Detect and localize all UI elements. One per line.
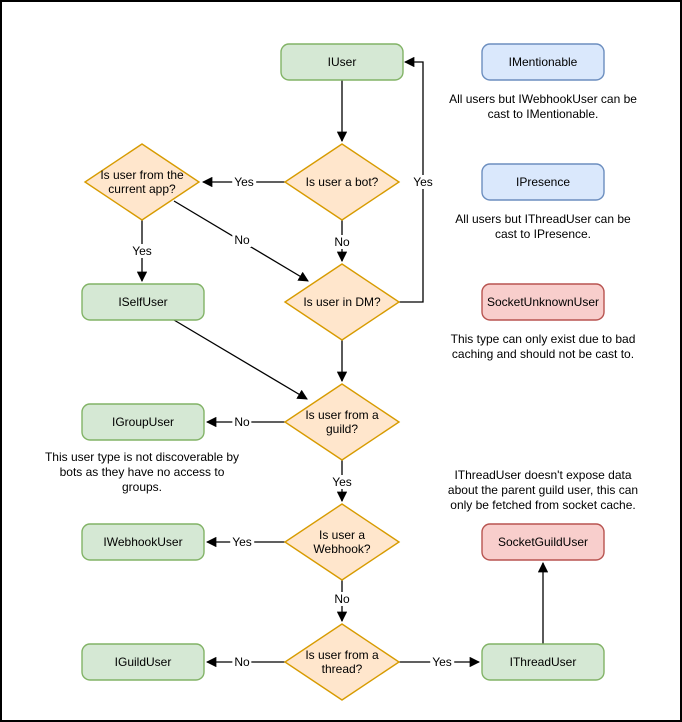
note-igroupuser: This user type is not discoverable by bo… [44, 450, 240, 494]
decision-is-bot-shape [283, 143, 401, 221]
edge-label-app-yes: Yes [130, 244, 154, 258]
node-socketguilduser-box [481, 523, 605, 561]
edge-label-thread-no: No [232, 655, 252, 669]
node-ithreaduser-box [481, 643, 605, 681]
node-iwebhookuser-box [81, 523, 205, 561]
node-imentionable-box [481, 43, 605, 81]
edge-label-webhook-no: No [332, 592, 352, 606]
decision-is-webhook-shape [283, 503, 401, 581]
node-igroupuser-box [81, 403, 205, 441]
decision-is-bot-label: Is user a bot? [305, 175, 379, 189]
node-iselfuser-box [81, 283, 205, 321]
node-igroupuser-label: IGroupUser [111, 415, 175, 429]
edge-label-guild-yes: Yes [330, 475, 354, 489]
node-iselfuser-label: ISelfUser [118, 295, 168, 309]
edge-label-webhook-yes: Yes [230, 535, 254, 549]
node-iuser-label: IUser [327, 55, 357, 69]
node-iwebhookuser-label: IWebhookUser [103, 535, 183, 549]
edge-label-dm-yes: Yes [411, 175, 435, 189]
edge-iselfuser-to-fromguild [173, 319, 308, 400]
node-imentionable-label: IMentionable [508, 55, 578, 69]
node-ipresence-label: IPresence [515, 175, 571, 189]
edge-label-bot-no: No [332, 235, 352, 249]
decision-from-thread-shape [283, 623, 401, 701]
decision-in-dm-shape [283, 263, 401, 341]
note-imentionable: All users but IWebhookUser can be cast t… [449, 92, 637, 121]
note-ipresence: All users but IThreadUser can be cast to… [455, 212, 631, 241]
edge-label-app-no: No [232, 233, 252, 247]
note-socketguilduser: IThreadUser doesn't expose data about th… [447, 468, 639, 512]
node-socketunknownuser-label: SocketUnknownUser [486, 295, 600, 309]
edge-label-thread-yes: Yes [430, 655, 454, 669]
decision-from-thread-label: Is user from a thread? [305, 648, 379, 676]
node-socketguilduser-label: SocketGuildUser [497, 535, 589, 549]
node-iguilduser-box [81, 643, 205, 681]
node-iuser-box [280, 43, 404, 81]
edge-label-guild-no: No [232, 415, 252, 429]
decision-from-current-app-label: Is user from the current app? [100, 168, 184, 196]
edge-label-bot-yes: Yes [232, 175, 256, 189]
decision-in-dm-label: Is user in DM? [303, 295, 381, 309]
note-socketunknownuser: This type can only exist due to bad cach… [450, 332, 636, 361]
node-iguilduser-label: IGuildUser [114, 655, 172, 669]
decision-from-guild-label: Is user from a guild? [305, 408, 379, 436]
decision-is-webhook-label: Is user a Webhook? [313, 528, 371, 556]
node-ithreaduser-label: IThreadUser [509, 655, 577, 669]
decision-from-current-app-shape [83, 143, 201, 221]
node-ipresence-box [481, 163, 605, 201]
decision-from-guild-shape [283, 383, 401, 461]
node-socketunknownuser-box [481, 283, 605, 321]
